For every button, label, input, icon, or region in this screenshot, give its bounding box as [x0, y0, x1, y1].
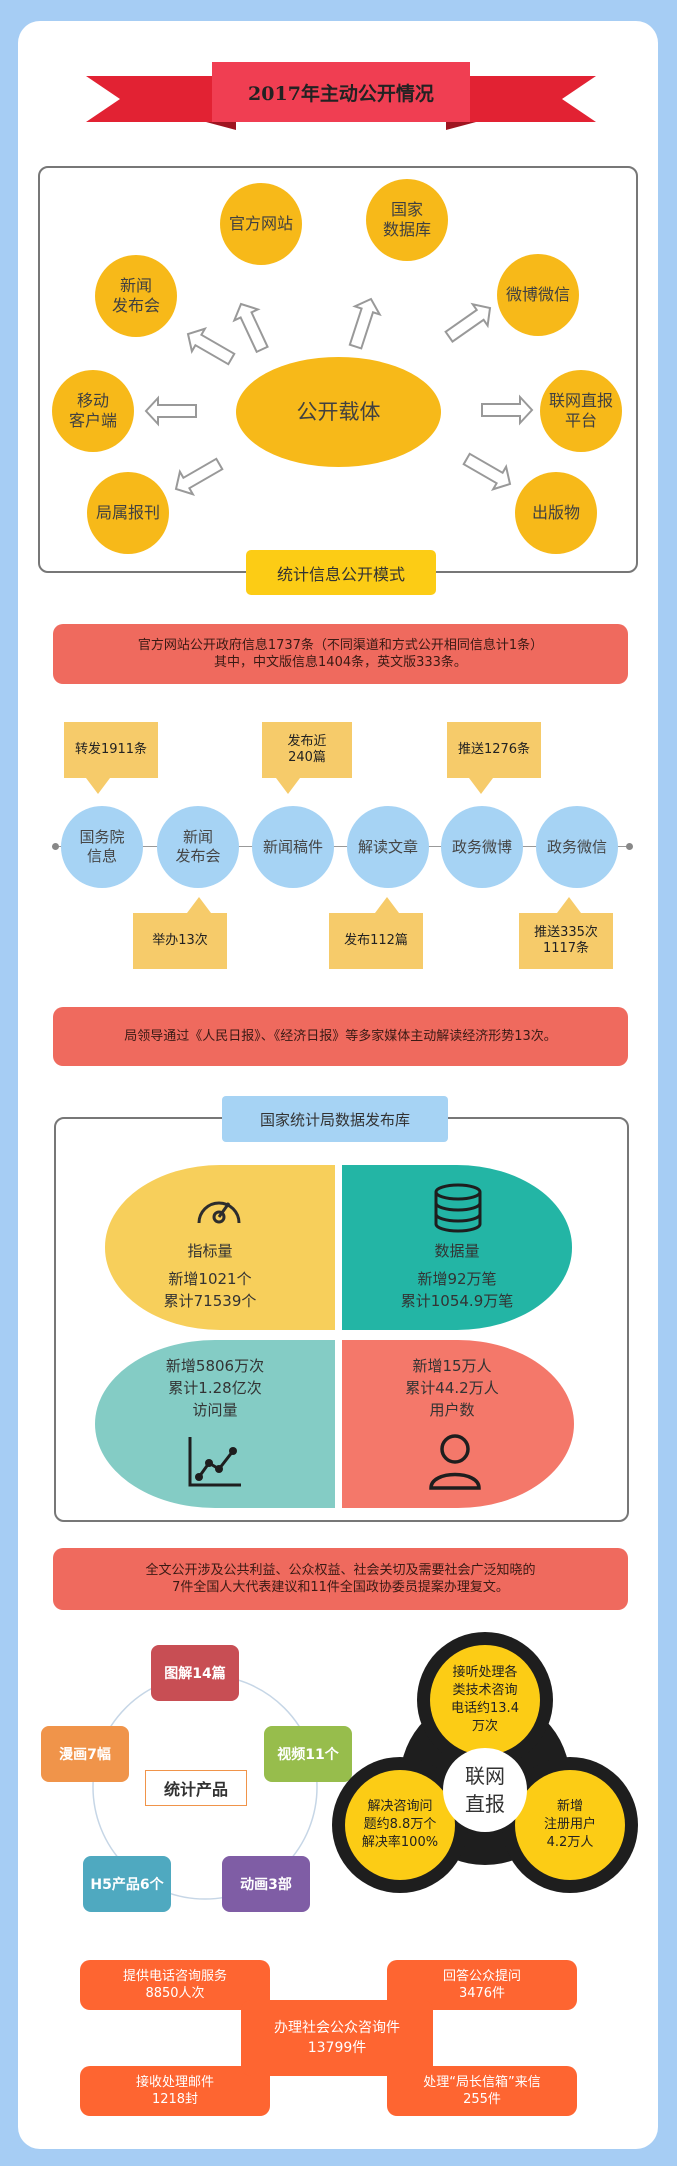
callout-weibo: 推送1276条 [447, 722, 541, 778]
visits-total: 累计1.28亿次 [168, 1379, 262, 1397]
indicators-title: 指标量 [187, 1242, 233, 1260]
timeline-end-dot [626, 843, 633, 850]
direct-right-stat: 新增 注册用户 4.2万人 [543, 1799, 596, 1850]
product-comics: 漫画7幅 [41, 1726, 129, 1782]
carrier-arrows [144, 297, 534, 496]
visits-title: 访问量 [192, 1401, 238, 1419]
direct-top-stat: 接听处理各 类技术咨询 电话约13.4 万次 [451, 1665, 519, 1734]
carrier-weibo-wechat: 微博微信 [497, 254, 579, 336]
data-title: 数据量 [434, 1242, 480, 1260]
callout-conference: 举办13次 [133, 913, 227, 969]
users-total: 累计44.2万人 [405, 1379, 499, 1397]
data-total: 累计1054.9万笔 [400, 1292, 514, 1310]
carrier-website: 官方网站 [220, 183, 302, 265]
callout-interpretation: 发布112篇 [329, 913, 423, 969]
page-title: 2017年主动公开情况 [248, 82, 434, 105]
carrier-center: 公开载体 [236, 357, 441, 467]
callout-wechat: 推送335次 1117条 [519, 913, 613, 969]
database-title: 国家统计局数据发布库 [222, 1096, 448, 1142]
visits-new: 新增5806万次 [165, 1357, 265, 1375]
gauge-icon [197, 1201, 241, 1224]
channel-interpretation: 解读文章 [347, 806, 429, 888]
users-title: 用户数 [429, 1401, 475, 1419]
timeline-line [52, 846, 632, 847]
carrier-publications: 出版物 [515, 472, 597, 554]
product-h5: H5产品6个 [83, 1856, 171, 1912]
channel-gov-wechat: 政务微信 [536, 806, 618, 888]
callout-press-release: 发布近 240篇 [262, 722, 352, 778]
proposals-banner: 全文公开涉及公共利益、公众权益、社会关切及需要社会广泛知晓的 7件全国人大代表建… [53, 1548, 628, 1610]
database-icon [434, 1183, 482, 1233]
callout-forward: 转发1911条 [64, 722, 158, 778]
channel-press-release: 新闻稿件 [252, 806, 334, 888]
direct-report-spinner [332, 1632, 638, 1893]
carrier-mobile-client: 移动 客户端 [52, 370, 134, 452]
users-new: 新增15万人 [412, 1357, 492, 1375]
indicators-new: 新增1021个 [168, 1270, 252, 1288]
media-banner: 局领导通过《人民日报》、《经济日报》等多家媒体主动解读经济形势13次。 [53, 1007, 628, 1066]
indicators-quadrant: 指标量 新增1021个 累计71539个 [105, 1165, 335, 1330]
carrier-bureau-press: 局属报刊 [87, 472, 169, 554]
product-infographics: 图解14篇 [151, 1645, 239, 1701]
title-ribbon [86, 62, 596, 130]
gov-info-banner: 官方网站公开政府信息1737条（不同渠道和方式公开相同信息计1条） 其中，中文版… [53, 624, 628, 684]
carrier-direct-report: 联网直报 平台 [540, 370, 622, 452]
carriers-footer-label: 统计信息公开模式 [246, 550, 436, 595]
users-quadrant: 新增15万人 累计44.2万人 用户数 [342, 1340, 574, 1508]
direct-left-stat: 解决咨询问 题约8.8万个 解决率100% [361, 1799, 439, 1850]
consult-phone: 提供电话咨询服务 8850人次 [80, 1960, 270, 2010]
consult-email: 接收处理邮件 1218封 [80, 2066, 270, 2116]
data-quadrant: 数据量 新增92万笔 累计1054.9万笔 [342, 1165, 572, 1330]
consult-center: 办理社会公众咨询件 13799件 [241, 2000, 433, 2076]
callout-pointers [86, 778, 581, 913]
channel-press-conference: 新闻 发布会 [157, 806, 239, 888]
data-new: 新增92万笔 [417, 1270, 497, 1288]
user-icon [429, 1434, 481, 1490]
products-center: 统计产品 [145, 1770, 247, 1806]
direct-center: 联网 直报 [465, 1764, 505, 1816]
indicators-total: 累计71539个 [163, 1292, 257, 1310]
carrier-press-conference: 新闻 发布会 [95, 255, 177, 337]
channel-state-council: 国务院 信息 [61, 806, 143, 888]
product-animations: 动画3部 [222, 1856, 310, 1912]
line-chart-icon [188, 1437, 241, 1487]
carrier-national-database: 国家 数据库 [366, 179, 448, 261]
consult-questions: 回答公众提问 3476件 [387, 1960, 577, 2010]
timeline-start-dot [52, 843, 59, 850]
visits-quadrant: 新增5806万次 累计1.28亿次 访问量 [95, 1340, 335, 1508]
product-videos: 视频11个 [264, 1726, 352, 1782]
channel-gov-weibo: 政务微博 [441, 806, 523, 888]
